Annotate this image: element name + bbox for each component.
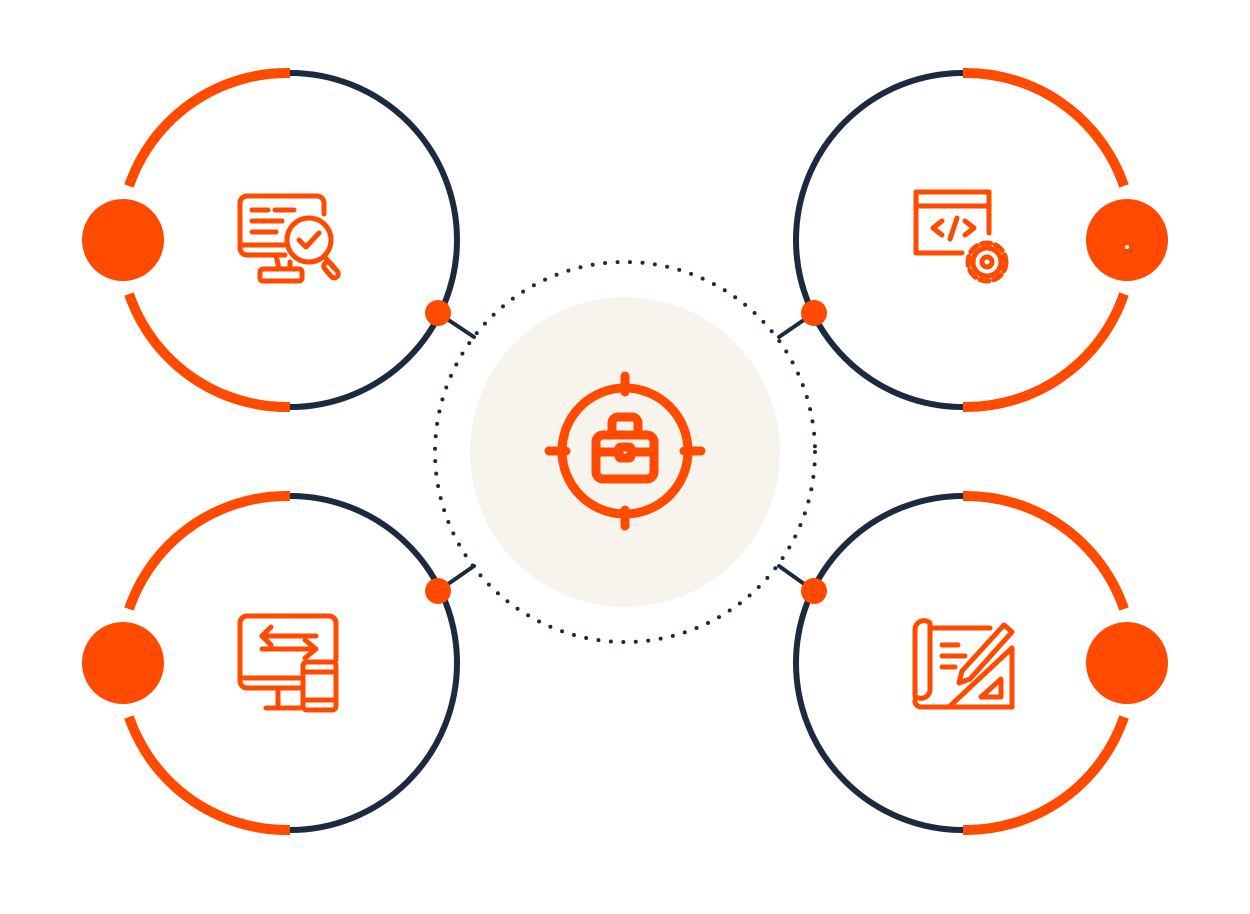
responsive-devices-icon	[237, 613, 339, 713]
hub-background-disc	[470, 297, 780, 607]
node-ring-accent-arc	[962, 490, 1129, 611]
node-side-dot-highlight	[1125, 245, 1129, 249]
target-briefcase-icon	[544, 371, 706, 531]
monitor-search-check-icon	[237, 193, 341, 284]
node-ring-dark-arc	[289, 70, 460, 410]
code-window-gear-icon	[913, 189, 1009, 284]
node-ring-accent-arc	[124, 67, 291, 188]
node-ring-accent-arc	[962, 292, 1129, 413]
node-ring-dark-arc	[793, 70, 964, 410]
node-top-right	[793, 67, 1168, 413]
node-link-dot	[801, 578, 827, 604]
node-bottom-right	[793, 490, 1168, 836]
blueprint-pencil-ruler-icon	[912, 618, 1015, 710]
node-side-dot	[1086, 199, 1168, 281]
hub	[433, 260, 817, 644]
node-side-dot	[82, 622, 164, 704]
node-ring-accent-arc	[962, 67, 1129, 188]
node-ring-accent-arc	[124, 490, 291, 611]
node-side-dot	[1086, 622, 1168, 704]
node-link-dot	[801, 300, 827, 326]
node-ring-accent-arc	[962, 715, 1129, 836]
node-link-dot	[425, 578, 451, 604]
node-ring-accent-arc	[124, 715, 291, 836]
node-side-dot	[82, 199, 164, 281]
hub-dotted-ring	[433, 260, 817, 644]
node-ring-dark-arc	[793, 493, 964, 833]
node-top-left	[82, 67, 460, 413]
node-bottom-left	[82, 490, 460, 836]
node-ring-dark-arc	[289, 493, 460, 833]
node-link-dot	[425, 300, 451, 326]
node-ring-accent-arc	[124, 292, 291, 413]
